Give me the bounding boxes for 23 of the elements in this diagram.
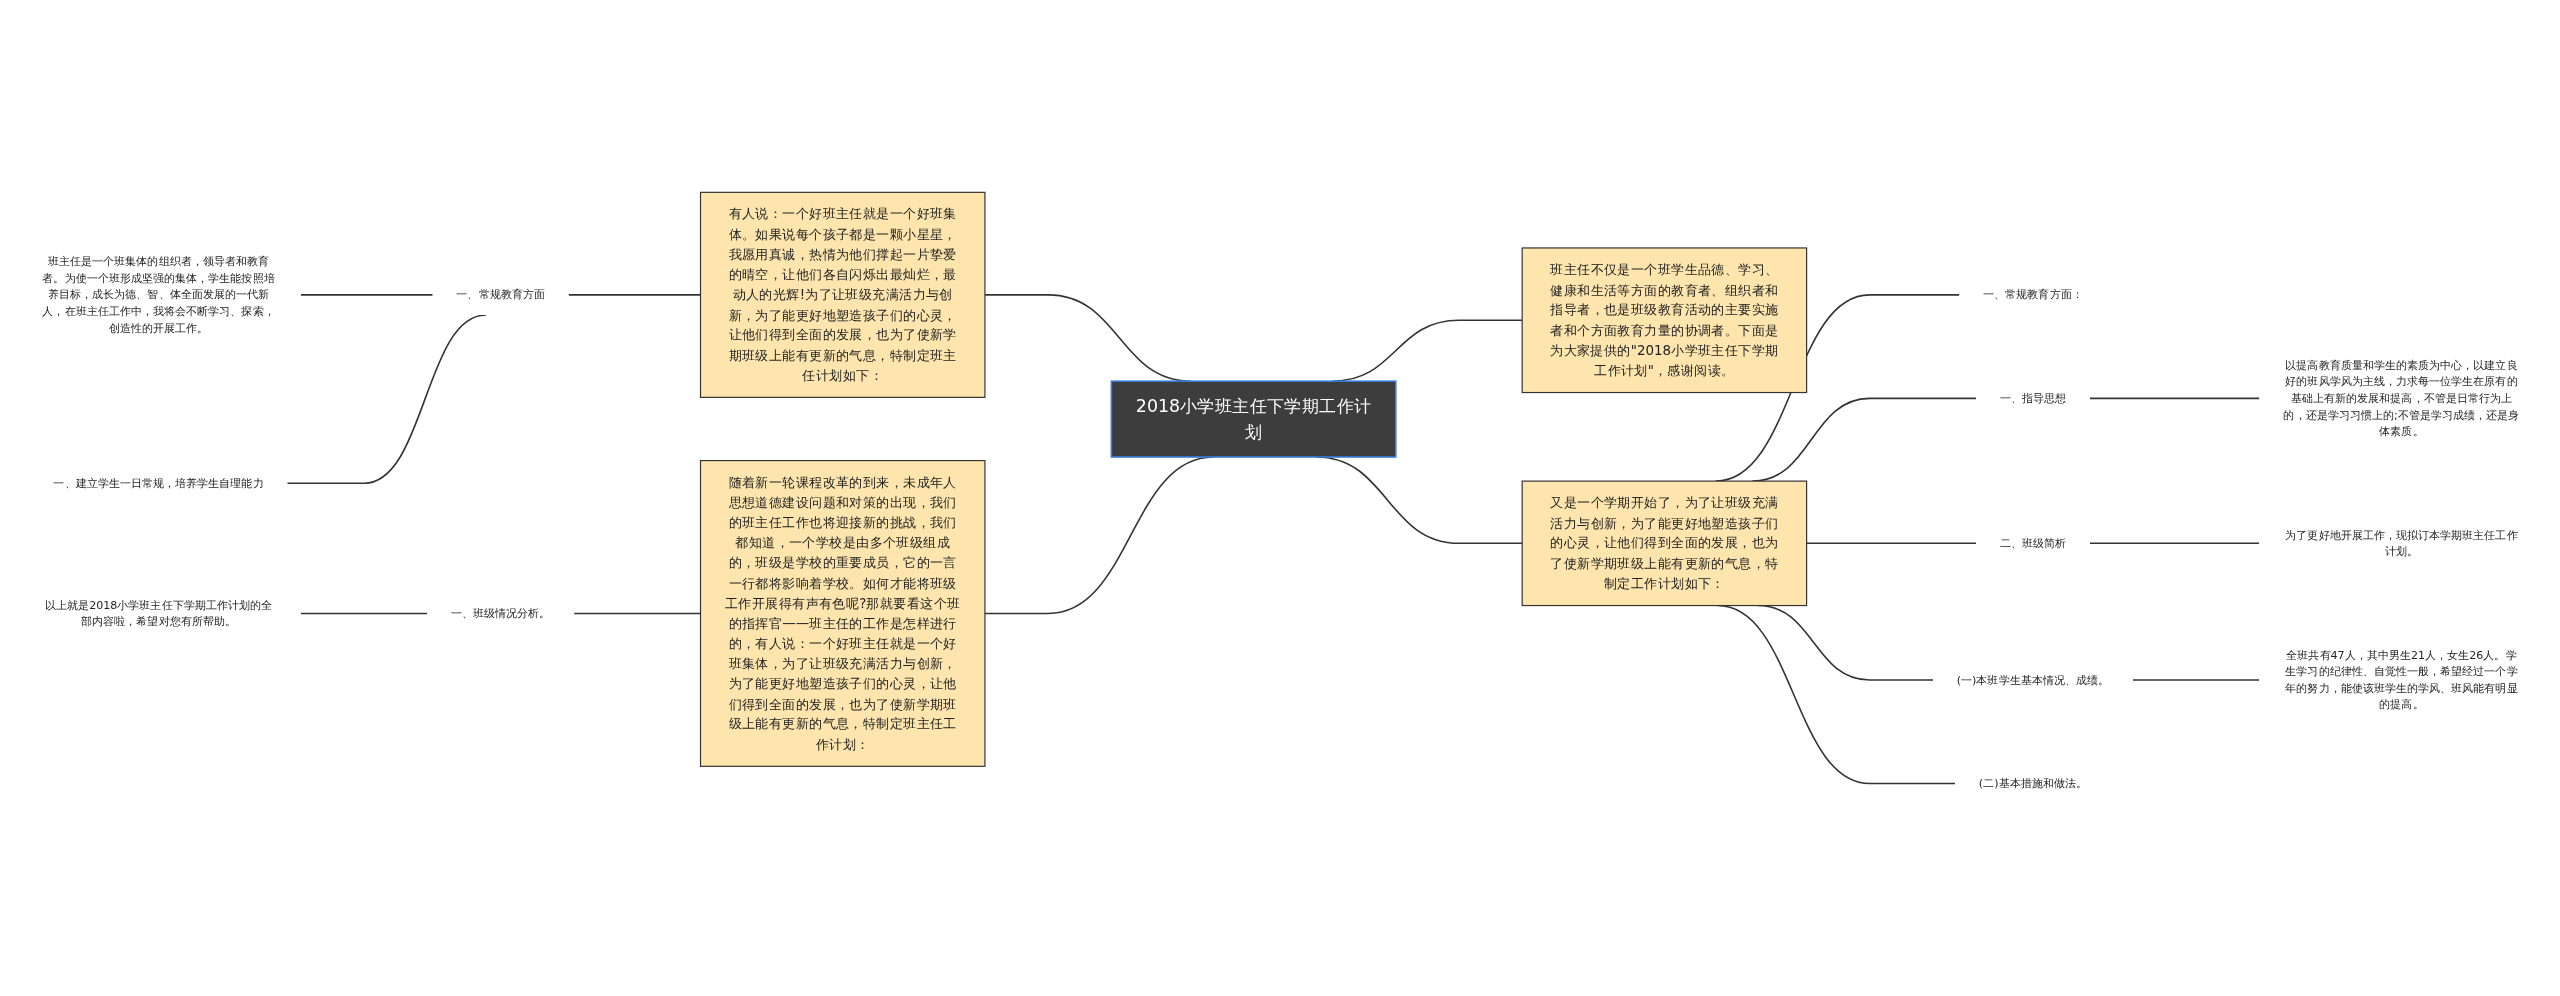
node-text: (二)基本措施和做法。 xyxy=(1978,776,2088,790)
node-box: 随着新一轮课程改革的到来，未成年人思想道德建设问题和对策的出现，我们的班主任工作也将迎接新的挑战，我们都知道，一个学校是由多个班级组成的，班级是学校的重要成员，它的一言一行都将影响着学校。如何才能将班级工作开展得有声有色呢?那就要看这个班的指挥官——班主任的工作是怎样进行的，有人说：一个好班主任就是一个好班集体，为了让班级充满活力与创新，为了能更好地塑造孩子们的心灵，让他们得到全面的发展，也为了使新学期班级上能有更新的气息，特制定班主任工作计划： xyxy=(699,459,986,767)
connector xyxy=(299,294,434,296)
connector xyxy=(2132,679,2261,681)
node-text: 一、常规教育方面 xyxy=(456,288,545,301)
node-text: (一)本班学生基本情况、成绩。 xyxy=(1956,673,2110,686)
node-box: 2018小学班主任下学期工作计划 xyxy=(1110,380,1397,458)
node-box: 班主任不仅是一个班学生品德、学习、健康和生活等方面的教育者、组织者和指导者，也是班级教育活动的主要实施者和个方面教育力量的协调者。下面是为大家提供的"2018小学班主任下学期工作计划"，感谢阅读。 xyxy=(1521,247,1808,394)
connector xyxy=(299,612,428,615)
node-text: 班主任是一个班集体的组织者，领导者和教育者。为使一个班形成坚强的集体，学生能按照培养目标，成长为德、智、体全面发展的一代新人，在班主任工作中，我将会不断学习、探索，创造性的开展工作。 xyxy=(42,254,275,334)
connector xyxy=(2089,542,2261,545)
connector xyxy=(2089,397,2261,400)
node-text: 二、班级简析 xyxy=(1999,536,2067,550)
node-text: 一、常规教育方面： xyxy=(1983,288,2083,301)
node-text: 以提高教育质量和学生的素质为中心，以建立良好的班风学风为主线，力求每一位学生在原有的基础上有新的发展和提高，不管是日常行为上的，还是学习习惯上的;不管是学习成绩，还是身体素质。 xyxy=(2283,358,2520,438)
node-text: 一、建立学生一日常规，培养学生自理能力 xyxy=(53,476,264,490)
node-text: 以上就是2018小学班主任下学期工作计划的全部内容啦，希望对您有所帮助。 xyxy=(44,598,273,628)
node-box: 又是一个学期开始了，为了让班级充满活力与创新，为了能更好地塑造孩子们的心灵，让他们得到全面的发展，也为了使新学期班级上能有更新的气息，特制定工作计划如下： xyxy=(1521,480,1808,607)
node-text: 为了更好地开展工作，现拟订本学期班主任工作计划。 xyxy=(2285,528,2518,558)
node-text: 一、指导思想 xyxy=(1999,391,2067,405)
node-text: 一、班级情况分析。 xyxy=(450,606,551,620)
node-text: 全班共有47人，其中男生21人，女生26人。学生学习的纪律性、自觉性一般，希望经过一个学年的努力，能使该班学生的学风、班风能有明显的提高。 xyxy=(2285,648,2518,711)
node-box: 有人说：一个好班主任就是一个好班集体。如果说每个孩子都是一颗小星星，我愿用真诚，热情为他们撑起一片挚爱的晴空，让他们各自闪烁出最灿烂，最动人的光辉!为了让班级充满活力与创新，为了能更好地塑造孩子们的心灵，让他们得到全面的发展，也为了使新学期班级上能有更新的气息，特制定班主任计划如下： xyxy=(699,191,986,398)
